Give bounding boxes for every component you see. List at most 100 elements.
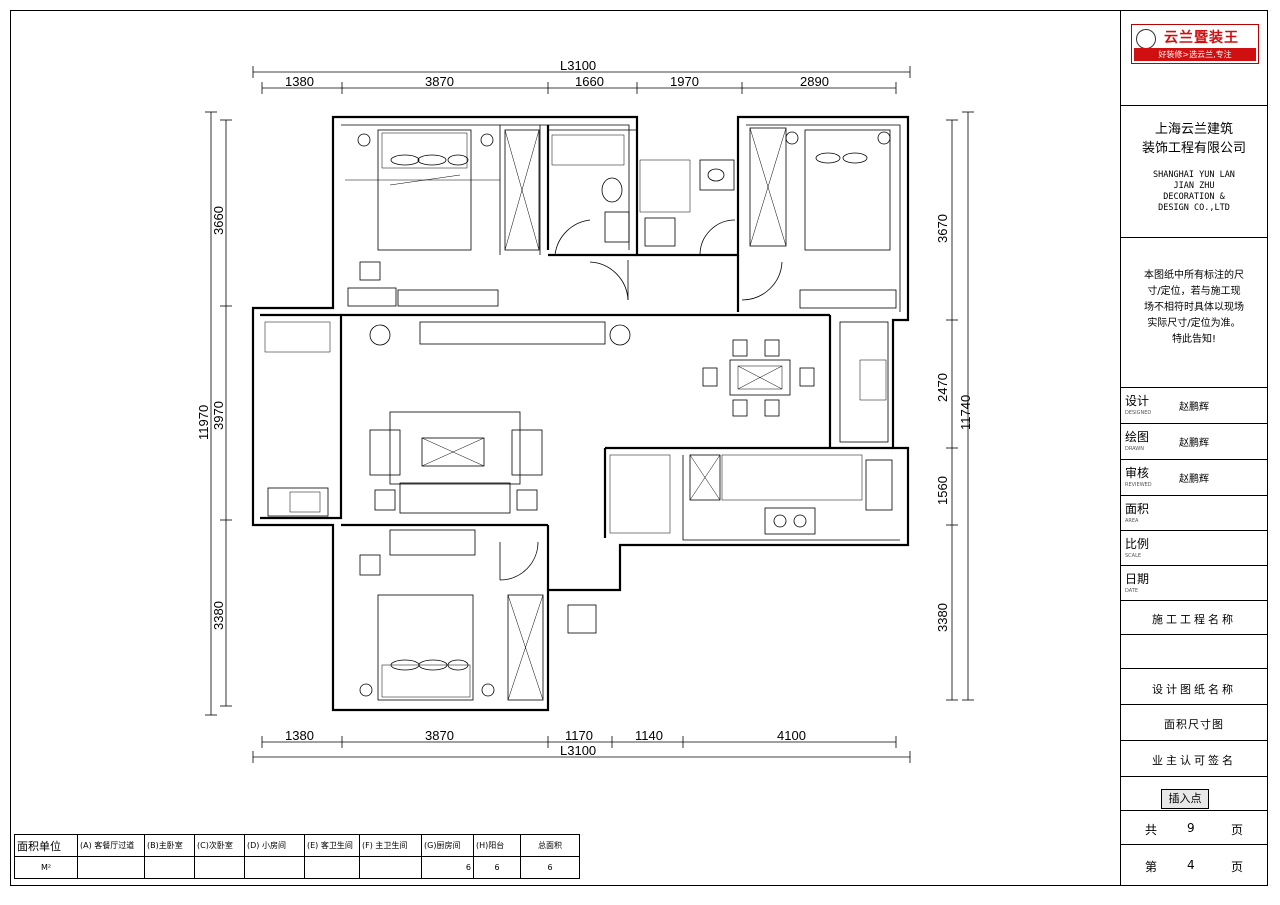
drawing-frame: [10, 10, 1268, 886]
drawing-name-value-row: 面积尺寸图: [1121, 705, 1267, 741]
area-value-c: [194, 856, 245, 879]
area-value-g: 6: [421, 856, 474, 879]
right-dimensions: 3670 2470 1560 3380 11740: [935, 111, 974, 701]
company-name-en-1: SHANGHAI YUN LAN: [1153, 170, 1235, 180]
walls: [251, 115, 910, 712]
left-total-dim: 11970: [196, 405, 211, 440]
bathroom-2: [639, 159, 783, 301]
area-header-b: (B)主卧室: [144, 834, 195, 857]
master-bedroom: [345, 129, 540, 307]
area-value-d: [244, 856, 305, 879]
top-total-dim: L3100: [560, 58, 596, 73]
scale-row: 比例 SCALE: [1121, 531, 1267, 566]
left-dim-1: 3660: [211, 206, 226, 235]
area-header-f: (F) 主卫生间: [359, 834, 422, 857]
notice-line-3: 场不相符时具体以现场: [1144, 302, 1244, 313]
notice-line-5: 特此告知!: [1171, 334, 1216, 345]
logo-cell: 云兰暨装王 好装修>选云兰,专注: [1121, 10, 1267, 106]
company-name-cn-1: 上海云兰建筑: [1154, 122, 1233, 137]
top-dim-5: 2890: [800, 74, 829, 89]
notice-line-1: 本图纸中所有标注的尺: [1144, 270, 1244, 281]
date-row: 日期 DATE: [1121, 566, 1267, 601]
page-number-row: 第 4 页: [1121, 845, 1267, 885]
area-header-c: (C)次卧室: [194, 834, 245, 857]
bottom-dim-1: 1380: [285, 728, 314, 743]
top-dim-3: 1660: [575, 74, 604, 89]
top-dim-4: 1970: [670, 74, 699, 89]
drawn-row: 绘图 DRAWN 赵鹏辉: [1121, 424, 1267, 460]
bottom-dim-2: 3870: [425, 728, 454, 743]
area-value-f: [359, 856, 422, 879]
dining-area: [702, 321, 889, 443]
company-cell: 上海云兰建筑 装饰工程有限公司 SHANGHAI YUN LAN JIAN ZH…: [1121, 106, 1267, 238]
drawn-label: 绘图: [1125, 430, 1150, 444]
total-pages-unit: 页: [1231, 823, 1244, 837]
second-bedroom: [749, 127, 897, 309]
date-label-en: DATE: [1125, 588, 1139, 594]
notice-cell: 本图纸中所有标注的尺 寸/定位，若与施工现 场不相符时具体以现场 实际尺寸/定位…: [1121, 238, 1267, 388]
drawing-name-label: 设计图纸名称: [1152, 683, 1236, 696]
area-table-value-row: M² 6 6 6: [14, 856, 580, 879]
area-value-unit: M²: [14, 856, 78, 879]
company-logo: 云兰暨装王 好装修>选云兰,专注: [1131, 24, 1259, 64]
logo-tagline: 好装修>选云兰,专注: [1134, 48, 1256, 61]
left-dim-3: 3380: [211, 601, 226, 630]
total-pages-label: 共: [1145, 823, 1158, 837]
top-dimensions: L3100 1380 3870 1660 1970 2890: [252, 58, 911, 94]
company-name-en-2: JIAN ZHU: [1173, 181, 1215, 191]
area-header-unit: 面积单位: [14, 834, 78, 857]
notice-line-4: 实际尺寸/定位为准。: [1147, 318, 1241, 329]
insert-point-button[interactable]: 插入点: [1161, 789, 1209, 809]
company-name-en-3: DECORATION &: [1163, 192, 1225, 202]
insert-point-row: 插入点: [1121, 777, 1267, 811]
logo-text: 云兰暨装王: [1164, 30, 1239, 46]
area-label: 面积: [1125, 502, 1150, 516]
project-name-row: 施工工程名称: [1121, 601, 1267, 635]
bottom-total-dim: L3100: [560, 743, 596, 758]
area-table-header-row: 面积单位 (A) 客餐厅过道 (B)主卧室 (C)次卧室 (D) 小房间 (E)…: [14, 834, 580, 857]
right-total-dim: 11740: [958, 395, 973, 430]
area-row: 面积 AREA: [1121, 496, 1267, 531]
scale-label: 比例: [1125, 537, 1150, 551]
reviewed-label-en: REVIEWED: [1125, 482, 1152, 488]
designed-value: 赵鹏辉: [1179, 402, 1209, 413]
drawn-label-en: DRAWN: [1125, 446, 1144, 452]
area-value-total: 6: [520, 856, 580, 879]
reviewed-value: 赵鹏辉: [1179, 474, 1209, 485]
third-bedroom: [359, 529, 597, 701]
kitchen: [609, 454, 893, 535]
designed-label: 设计: [1125, 394, 1150, 408]
top-dim-1: 1380: [285, 74, 314, 89]
notice-line-2: 寸/定位，若与施工现: [1147, 286, 1241, 297]
balcony: [264, 321, 331, 517]
area-header-d: (D) 小房间: [244, 834, 305, 857]
area-value-e: [304, 856, 360, 879]
reviewed-label: 审核: [1125, 466, 1150, 480]
total-pages-row: 共 9 页: [1121, 811, 1267, 845]
drawing-name-value: 面积尺寸图: [1164, 718, 1224, 731]
bathroom-1: [551, 134, 630, 301]
company-name-cn-2: 装饰工程有限公司: [1141, 141, 1246, 156]
area-header-e: (E) 客卫生间: [304, 834, 360, 857]
company-name-en-4: DESIGN CO.,LTD: [1158, 203, 1230, 213]
owner-sign-label: 业主认可签名: [1152, 754, 1236, 767]
designed-label-en: DESIGNED: [1125, 410, 1152, 416]
area-summary-table: 面积单位 (A) 客餐厅过道 (B)主卧室 (C)次卧室 (D) 小房间 (E)…: [14, 834, 580, 879]
reviewed-row: 审核 REVIEWED 赵鹏辉: [1121, 460, 1267, 496]
area-value-h: 6: [473, 856, 521, 879]
drawing-name-row: 设计图纸名称: [1121, 669, 1267, 705]
area-label-en: AREA: [1125, 518, 1139, 524]
title-block: 云兰暨装王 好装修>选云兰,专注 上海云兰建筑 装饰工程有限公司 SHANGHA…: [1120, 10, 1268, 886]
page-number-unit: 页: [1231, 860, 1244, 874]
area-header-total: 总面积: [520, 834, 580, 857]
living-room: [369, 321, 631, 514]
area-value-b: [144, 856, 195, 879]
bottom-dim-5: 4100: [777, 728, 806, 743]
bottom-dim-4: 1140: [635, 728, 663, 743]
area-value-a: [77, 856, 145, 879]
mascot-icon: [1136, 29, 1156, 49]
total-pages-value: 9: [1187, 821, 1195, 835]
area-header-g: (G)厨房间: [421, 834, 474, 857]
page-number-value: 4: [1187, 858, 1195, 872]
project-name-label: 施工工程名称: [1152, 613, 1236, 626]
